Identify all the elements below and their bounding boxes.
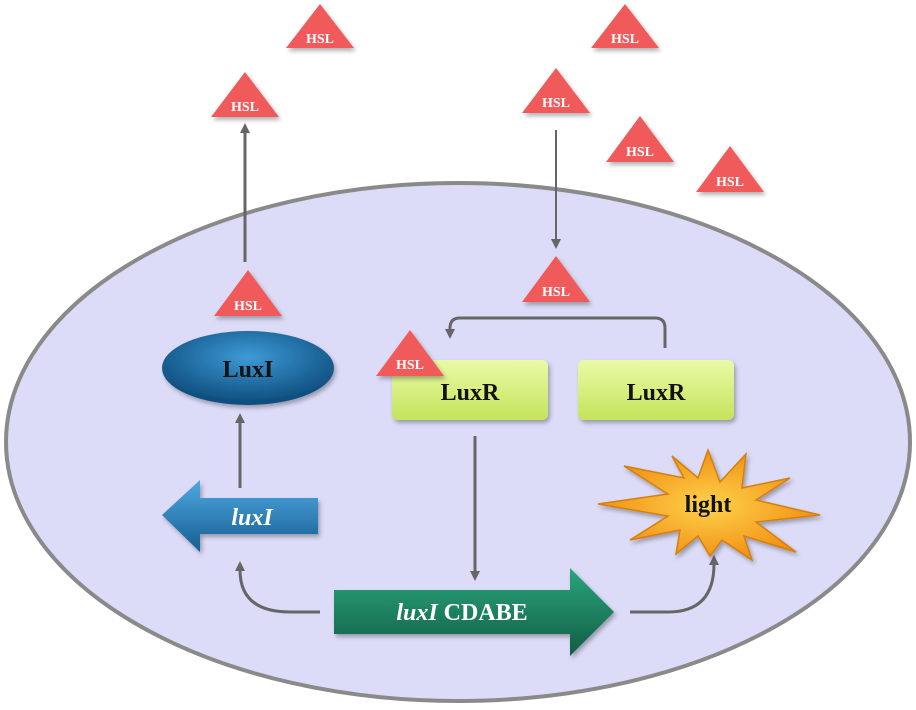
operon-label-rest: CDABE — [438, 600, 528, 626]
hsl-label: HSL — [306, 32, 334, 47]
luxi-gene-arrow — [162, 480, 318, 552]
hsl-label: HSL — [396, 358, 424, 373]
luxr-free-box — [578, 360, 734, 420]
hsl-label: HSL — [542, 96, 570, 111]
starburst-icon — [597, 447, 821, 562]
hsl-molecule: HSL — [286, 4, 354, 48]
hsl-molecule: HSL — [214, 270, 282, 316]
hsl-molecule: HSL — [591, 4, 659, 48]
hsl-molecule: HSL — [522, 256, 590, 302]
hsl-label: HSL — [231, 100, 259, 115]
operon-label-italic: luxI — [396, 600, 439, 626]
hsl-label: HSL — [611, 32, 639, 47]
hsl-molecule: HSL — [606, 116, 674, 162]
hsl-label: HSL — [626, 145, 654, 160]
transcription-arrow-right — [630, 555, 719, 614]
hsl-label: HSL — [716, 175, 744, 190]
operon-label: luxI CDABE — [396, 600, 527, 626]
luxi-protein-label: LuxI — [223, 357, 274, 383]
hsl-label: HSL — [234, 299, 262, 314]
luxr-bound-label: LuxR — [441, 380, 500, 406]
luxi-gene-label: luxI — [231, 505, 274, 531]
luxr-free-label: LuxR — [627, 380, 686, 406]
binding-arrow — [445, 316, 667, 348]
hsl-molecule: HSL — [522, 68, 590, 113]
luxi-protein — [162, 331, 334, 405]
hsl-molecule: HSL — [696, 146, 764, 192]
hsl-molecule: HSL — [376, 330, 444, 376]
hsl-molecule: HSL — [211, 72, 279, 117]
hsl-label: HSL — [542, 285, 570, 300]
light-label: light — [685, 492, 732, 518]
transcription-arrow-left — [235, 561, 320, 614]
operon-arrow — [334, 568, 614, 656]
